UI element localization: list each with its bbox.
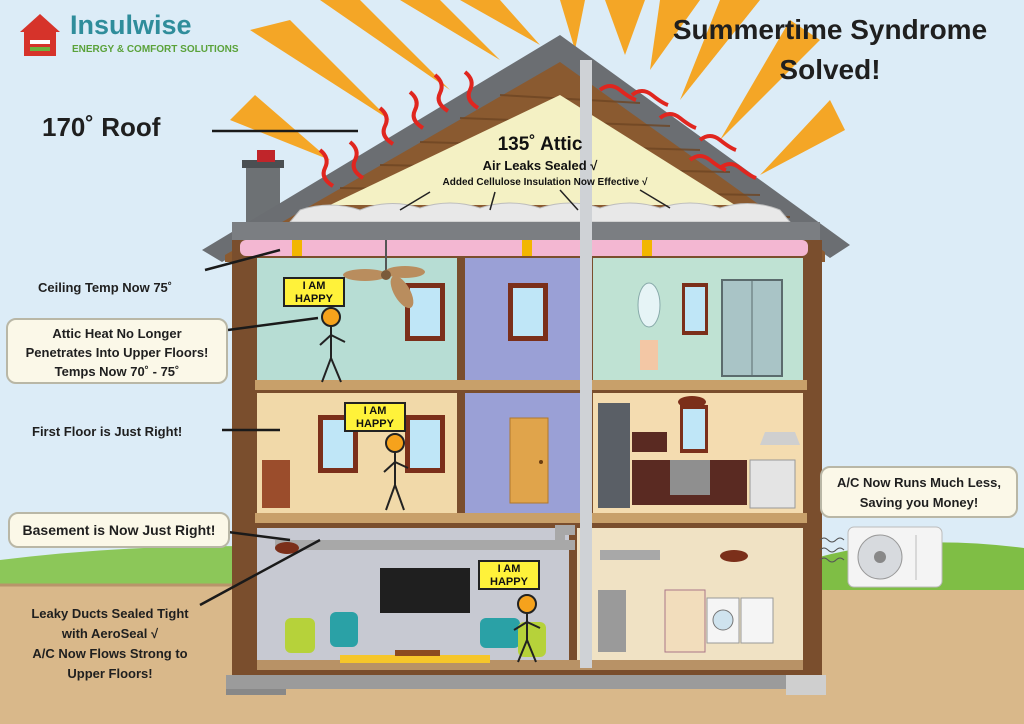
attic-heat-line-2: Penetrates Into Upper Floors! [25, 345, 209, 360]
brand-name: Insulwise [70, 10, 192, 40]
basement-callout-text: Basement is Now Just Right! [22, 522, 216, 538]
title-line1: Summertime Syndrome [672, 14, 988, 45]
sign-text-line1: I AM [302, 280, 326, 292]
happy-sign-first-floor: I AM HAPPY [344, 402, 406, 432]
attic-insulation-label: Added Cellulose Insulation Now Effective… [442, 177, 648, 188]
attic-leaks-label: Air Leaks Sealed √ [482, 158, 598, 173]
sign-text-line1: I AM [363, 405, 387, 417]
sign-text-line2: HAPPY [490, 576, 528, 588]
ac-line-1: A/C Now Runs Much Less, [837, 475, 1001, 490]
sign-text-line2: HAPPY [356, 418, 394, 430]
ducts-callout: Leaky Ducts Sealed Tight with AeroSeal √… [10, 604, 210, 684]
sun-ray-icon [230, 0, 845, 175]
attic-heat-callout: Attic Heat No Longer Penetrates Into Upp… [6, 318, 228, 384]
title-line2: Solved! [779, 54, 881, 85]
roof-temp-label: 170˚ Roof [42, 112, 161, 142]
ducts-line-1: Leaky Ducts Sealed Tight [31, 606, 189, 621]
sign-text-line2: HAPPY [295, 293, 333, 305]
basement-callout: Basement is Now Just Right! [8, 512, 230, 548]
ac-callout: A/C Now Runs Much Less, Saving you Money… [820, 466, 1018, 518]
happy-sign-upper: I AM HAPPY [283, 277, 345, 307]
ceiling-fan-icon [343, 240, 425, 309]
attic-heat-line-1: Attic Heat No Longer [52, 326, 182, 341]
ducts-line-3: A/C Now Flows Strong to [32, 646, 188, 661]
house-logo-icon [20, 14, 60, 56]
attic-heat-line-3: Temps Now 70˚ - 75˚ [54, 364, 180, 379]
ceiling-temp-callout: Ceiling Temp Now 75˚ [38, 280, 173, 295]
heat-wave-arrow-icon [318, 70, 757, 188]
smiley-stick-figure-icon [513, 594, 541, 663]
sign-text-line1: I AM [497, 563, 521, 575]
smiley-stick-figure-icon [319, 307, 346, 383]
ducts-line-2: with AeroSeal √ [61, 626, 159, 641]
ac-line-2: Saving you Money! [859, 495, 979, 510]
ducts-line-4: Upper Floors! [67, 666, 153, 681]
first-floor-callout: First Floor is Just Right! [32, 424, 183, 439]
brand-tagline: ENERGY & COMFORT SOLUTIONS [72, 44, 239, 55]
ac-unit-icon [819, 526, 943, 588]
happy-sign-basement: I AM HAPPY [478, 560, 540, 590]
attic-temp-label: 135˚ Attic [497, 134, 583, 155]
windows [318, 283, 708, 473]
smiley-stick-figure-icon [383, 433, 409, 511]
